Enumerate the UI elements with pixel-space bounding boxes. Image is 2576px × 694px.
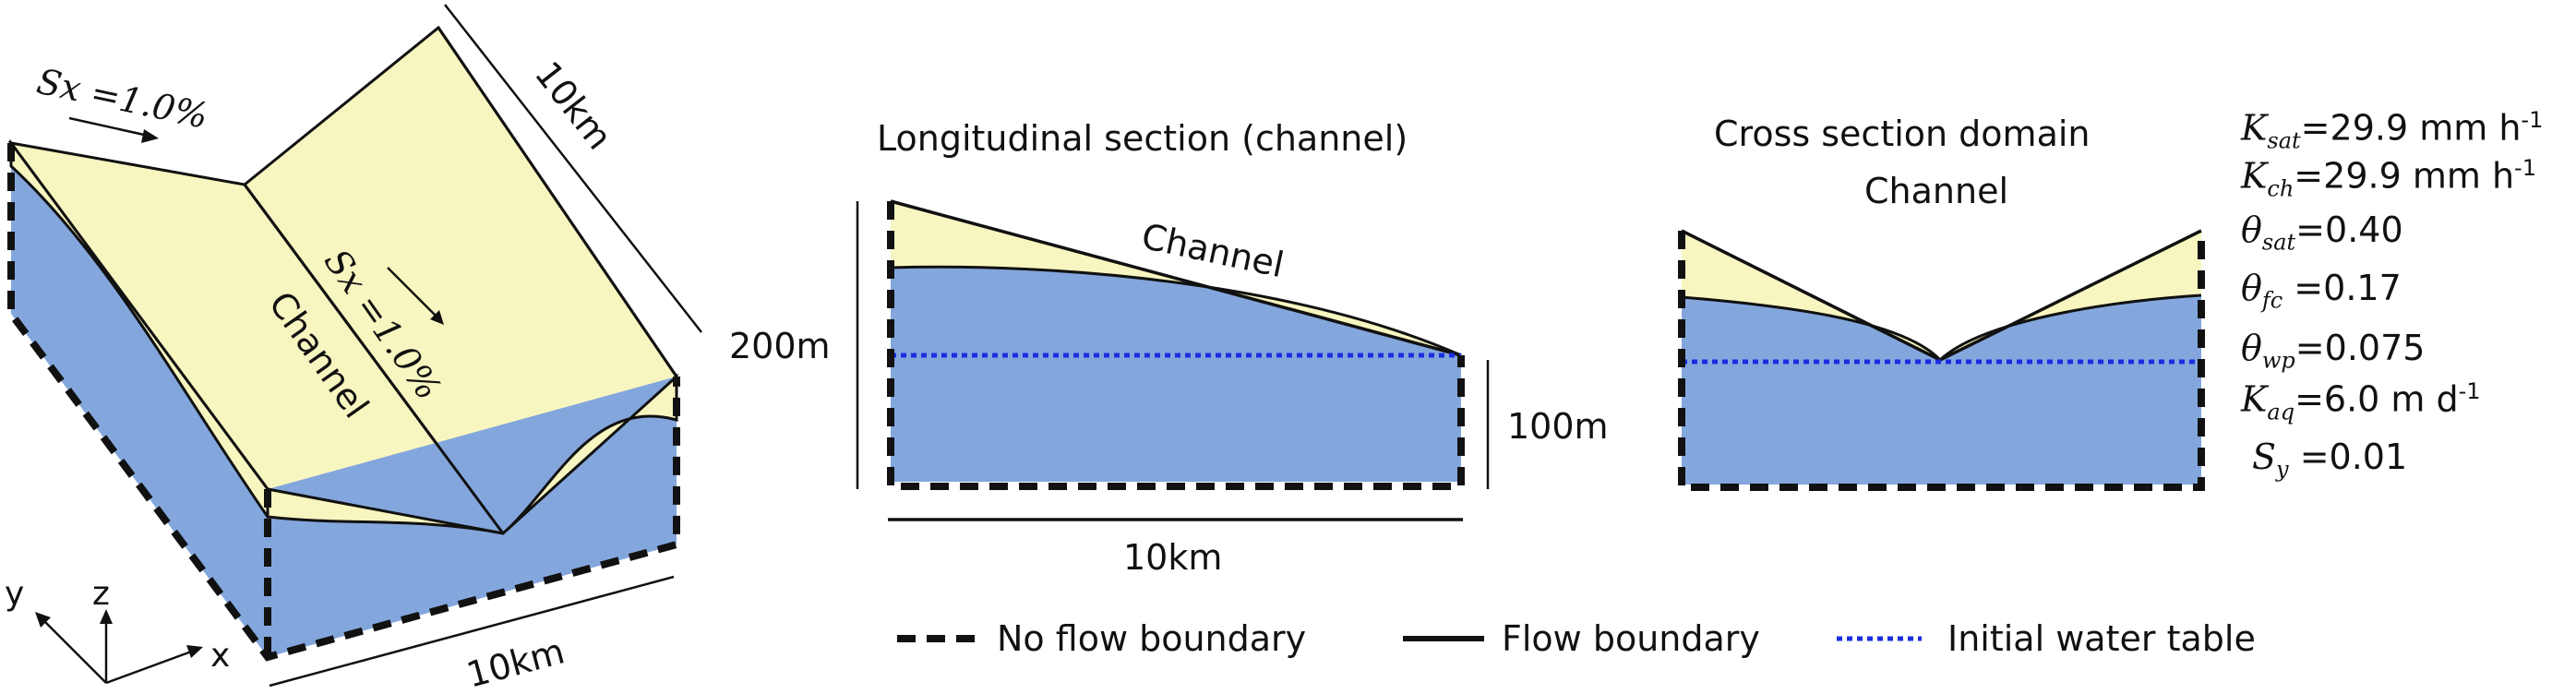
param-value: =0.40 — [2295, 209, 2403, 250]
param-theta-sat: θsat=0.40 — [2241, 212, 2403, 254]
no-flow-boundary-3d — [7, 143, 680, 662]
cross-no-flow-boundary — [1678, 231, 2205, 491]
longitudinal-flow-boundary — [890, 199, 1462, 357]
dimension-line-bottom — [269, 575, 675, 688]
param-symbol: K — [2241, 378, 2268, 420]
axis-z-label: z — [92, 575, 110, 613]
param-subscript: sat — [2267, 127, 2301, 154]
param-subscript: ch — [2267, 175, 2294, 202]
legend-no-flow-label: No flow boundary — [997, 618, 1306, 659]
length-top-label: 10km — [527, 54, 620, 157]
longitudinal-title: Longitudinal section (channel) — [877, 118, 1408, 159]
param-theta-wp: θwp=0.075 — [2241, 330, 2425, 372]
param-value: =29.9 mm h — [2300, 107, 2522, 149]
legend: No flow boundary Flow boundary Initial w… — [897, 618, 2256, 659]
longitudinal-height-right: 100m — [1507, 406, 1609, 447]
param-ksat: Ksat=29.9 mm h-1 — [2241, 109, 2543, 151]
param-kaq: Kaq=6.0 m d-1 — [2241, 380, 2481, 423]
longitudinal-interface — [890, 265, 1462, 357]
param-subscript: sat — [2261, 229, 2296, 256]
longitudinal-height-left: 200m — [729, 326, 831, 366]
cross-section: Cross section domain Channel — [1678, 114, 2205, 491]
left-side-face — [11, 143, 268, 657]
param-symbol: θ — [2241, 268, 2262, 308]
param-symbol: K — [2241, 155, 2268, 197]
param-symbol: θ — [2241, 209, 2262, 250]
param-subscript: fc — [2261, 287, 2283, 314]
param-kch: Kch=29.9 mm h-1 — [2241, 157, 2536, 199]
param-subscript: y — [2276, 456, 2289, 483]
axis-gizmo: x y z — [5, 575, 230, 685]
param-value: =0.01 — [2288, 437, 2408, 477]
left-side-soil — [9, 138, 270, 521]
longitudinal-no-flow-boundary — [887, 201, 1465, 490]
param-value: =29.9 mm h — [2294, 155, 2515, 197]
block-3d: Sx =1.0% Sx =1.0% Channel 10km 10km x y … — [5, 4, 702, 694]
front-face — [268, 377, 677, 657]
param-value: =0.075 — [2294, 328, 2426, 368]
legend-flow-label: Flow boundary — [1502, 618, 1760, 659]
param-subscript: aq — [2267, 399, 2295, 425]
param-value: =0.17 — [2282, 268, 2402, 308]
param-sy: Sy =0.01 — [2252, 439, 2407, 481]
param-unit-exponent: -1 — [2521, 107, 2544, 133]
param-unit-exponent: -1 — [2514, 155, 2536, 181]
axis-y-label: y — [5, 575, 24, 613]
longitudinal-aquifer — [891, 267, 1461, 482]
slope-x-label: Sx =1.0% — [33, 61, 211, 137]
cross-title: Cross section domain — [1714, 114, 2091, 154]
param-symbol: S — [2252, 437, 2277, 477]
param-unit-exponent: -1 — [2458, 378, 2481, 404]
axis-x-label: x — [210, 637, 230, 675]
channel-line-3d — [243, 184, 505, 534]
length-bottom-label: 10km — [462, 630, 569, 694]
top-edge-3d — [437, 27, 678, 377]
longitudinal-section: Longitudinal section (channel) Channel 2… — [729, 118, 1609, 578]
slope-arrow-channel-head — [430, 310, 444, 325]
cross-aquifer — [1682, 295, 2201, 485]
slope-arrow-channel — [387, 267, 439, 319]
param-value: =6.0 m d — [2294, 378, 2459, 420]
param-subscript: wp — [2261, 347, 2295, 374]
param-symbol: θ — [2241, 328, 2262, 368]
slope-arrow-left-head — [141, 129, 159, 143]
legend-water-table-label: Initial water table — [1947, 618, 2256, 659]
cross-subtitle: Channel — [1864, 171, 2008, 211]
param-symbol: K — [2241, 107, 2268, 149]
param-theta-fc: θfc =0.17 — [2241, 270, 2402, 312]
longitudinal-length: 10km — [1123, 537, 1222, 578]
slope-arrow-left — [68, 116, 153, 138]
dimension-line-top — [444, 4, 702, 333]
